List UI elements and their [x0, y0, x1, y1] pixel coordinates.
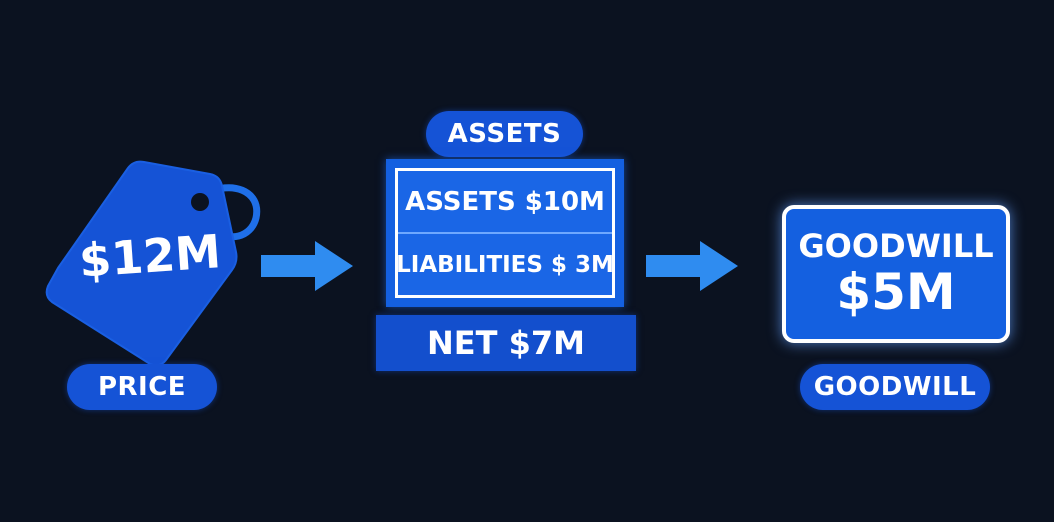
price-label: PRICE — [67, 364, 217, 410]
assets-header: ASSETS — [426, 111, 583, 157]
goodwill-value: $5M — [836, 262, 956, 321]
liabilities-line: LIABILITIES $ 3M — [396, 234, 614, 295]
arrow-right-icon — [646, 241, 738, 291]
arrow-right-icon — [261, 241, 353, 291]
net-assets-bar: NET $7M — [376, 315, 636, 371]
goodwill-box: GOODWILL $5M — [782, 205, 1010, 343]
price-value: $12M — [77, 224, 223, 288]
assets-line: ASSETS $10M — [398, 171, 612, 234]
goodwill-label: GOODWILL — [800, 364, 990, 410]
balance-block: ASSETS $10M LIABILITIES $ 3M — [386, 159, 624, 307]
balance-inner-frame: ASSETS $10M LIABILITIES $ 3M — [395, 168, 615, 298]
goodwill-title: GOODWILL — [798, 227, 994, 266]
price-tag-icon — [45, 160, 261, 367]
